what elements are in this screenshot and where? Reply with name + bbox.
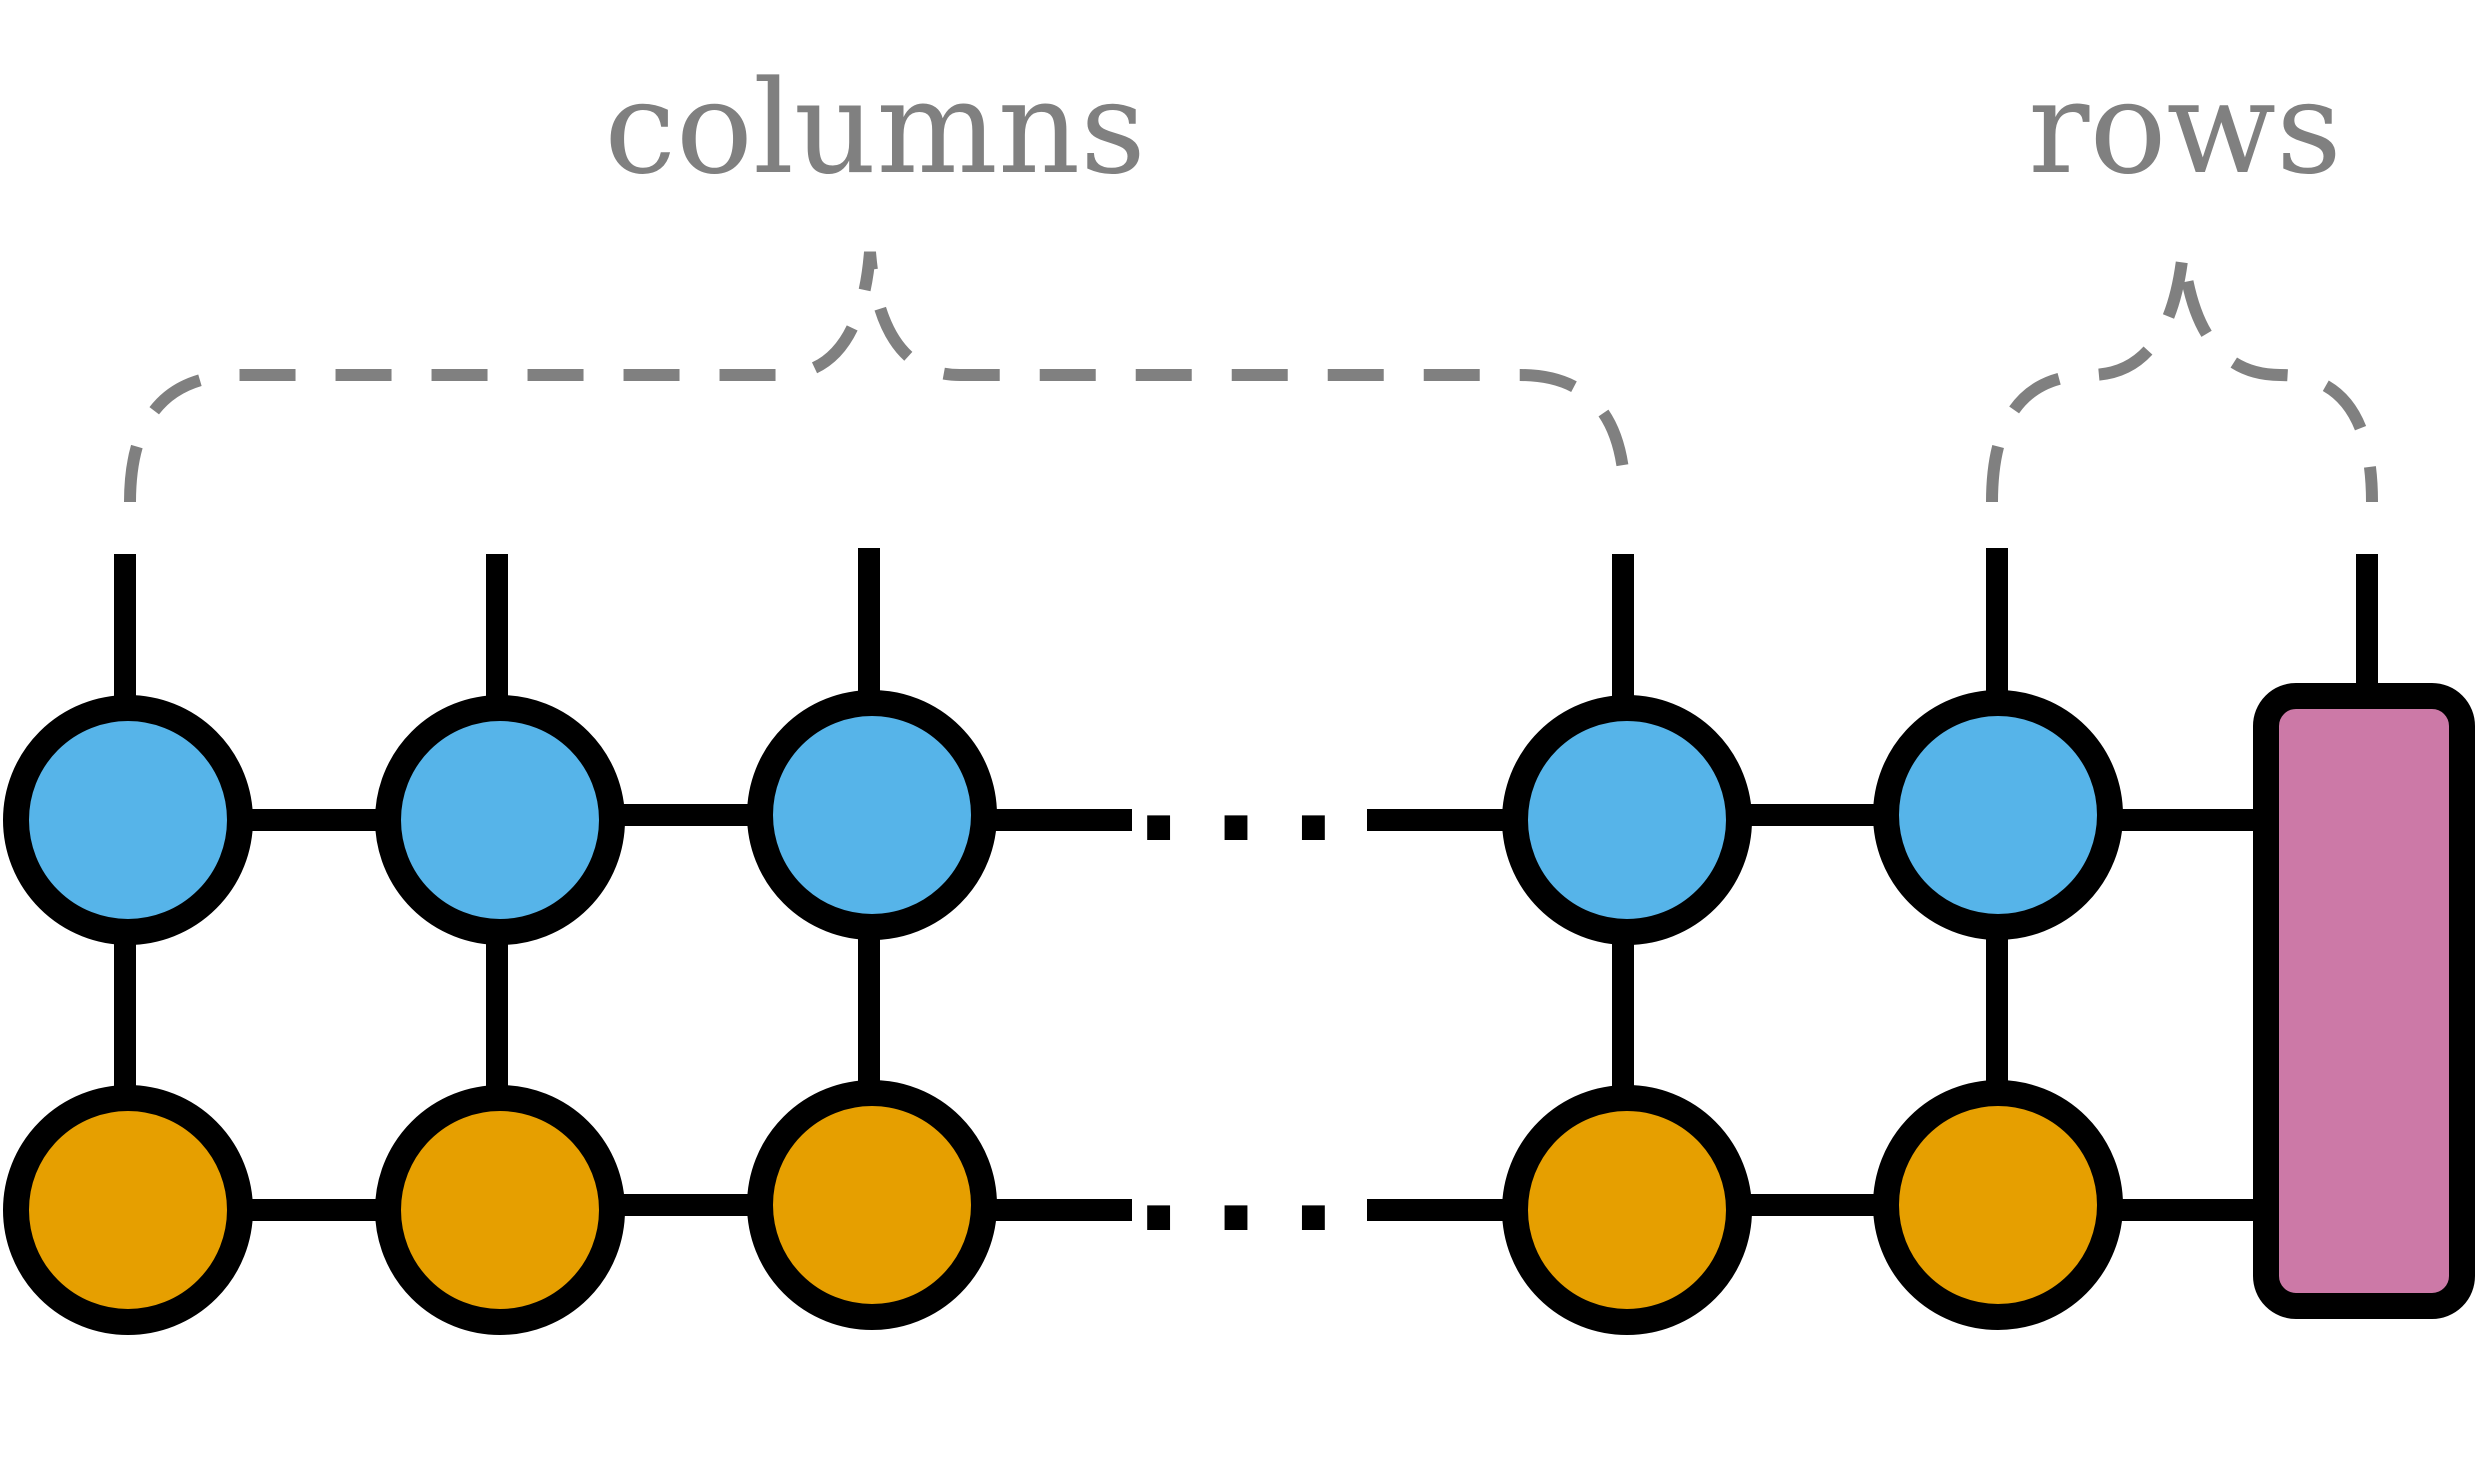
ellipsis-top: ... <box>1134 719 1366 871</box>
tensor-bottom-col2 <box>375 1085 625 1335</box>
tensor-bottom-col5 <box>1873 1080 2123 1330</box>
tensor-top-col1 <box>3 695 253 945</box>
rows-label: rows <box>2028 54 2342 203</box>
tensor-top-col5 <box>1873 690 2123 940</box>
tensor-bottom-col4 <box>1502 1085 1752 1335</box>
columns-brace <box>124 251 1631 503</box>
rows-brace <box>1986 251 2378 503</box>
tensor-top-col3 <box>747 690 997 940</box>
ellipsis-bottom: ... <box>1134 1109 1366 1261</box>
tensor-top-col2 <box>375 695 625 945</box>
tensor-bottom-col3 <box>747 1080 997 1330</box>
columns-label: columns <box>604 54 1146 203</box>
tensor-top-col4 <box>1502 695 1752 945</box>
tensor-bottom-col1 <box>3 1085 253 1335</box>
boundary-tensor <box>2253 683 2475 1319</box>
